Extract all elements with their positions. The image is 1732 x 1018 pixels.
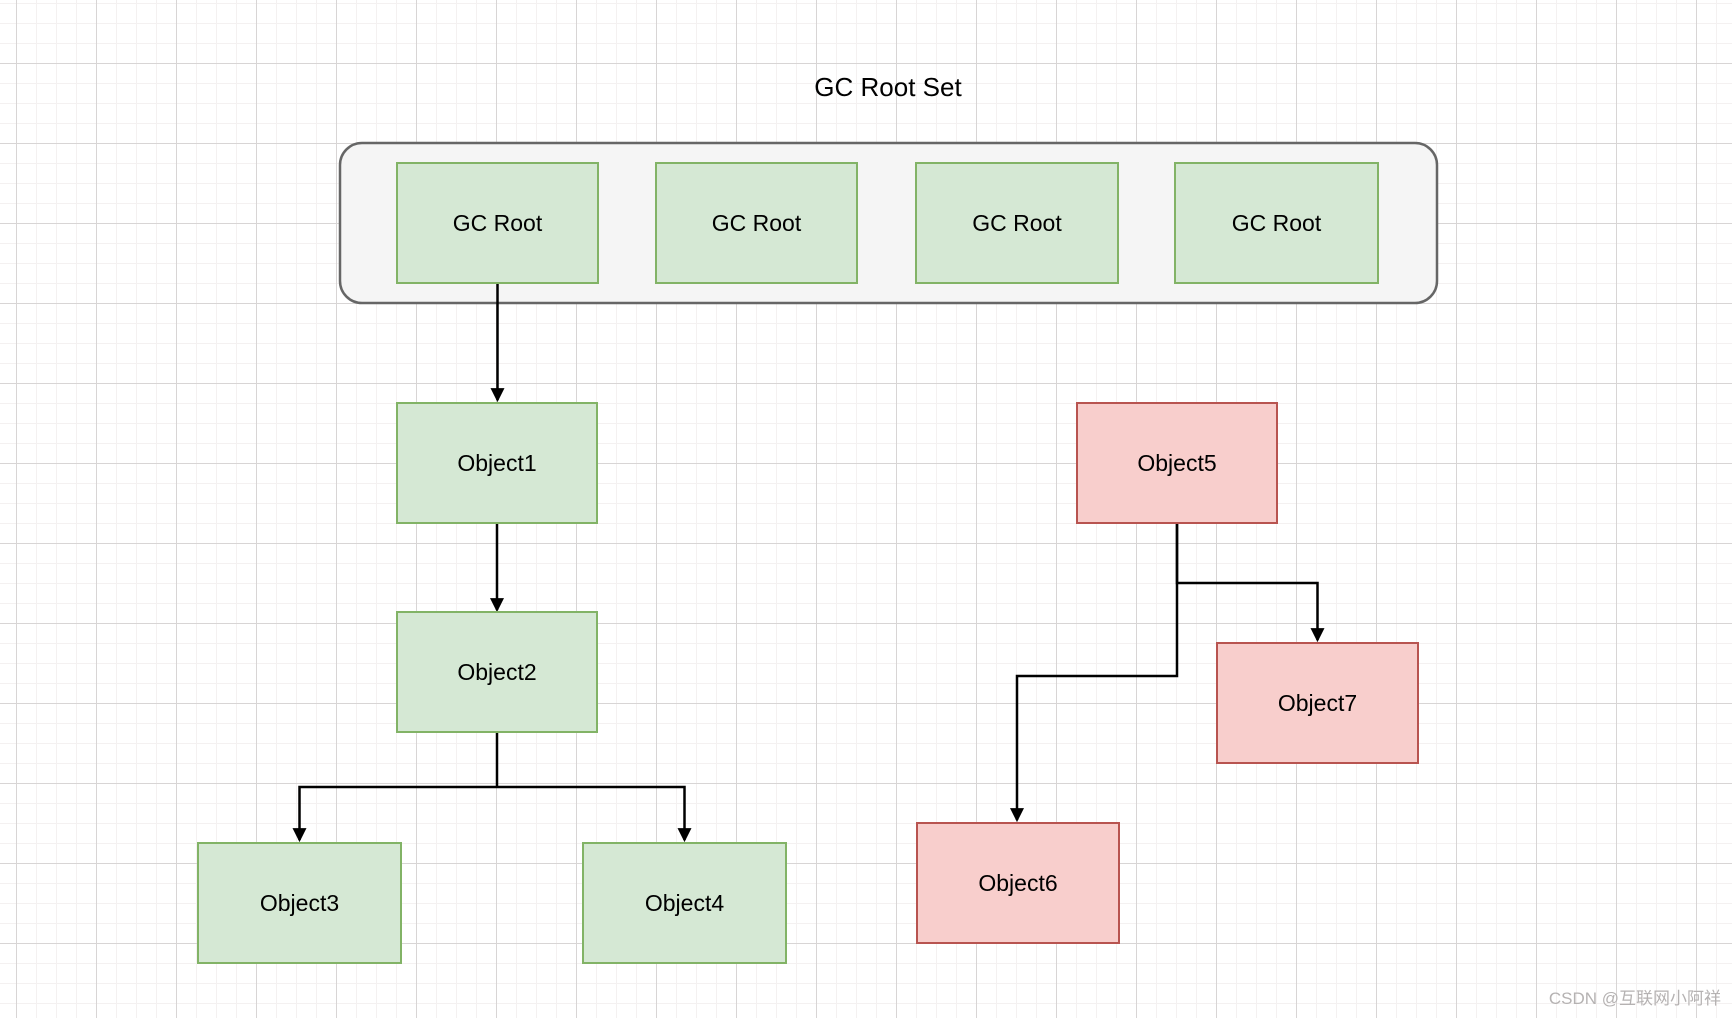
gc-root-label-1: GC Root [453, 210, 543, 236]
object5-node: Object5 [1076, 402, 1278, 524]
object3-node: Object3 [197, 842, 402, 964]
edge-object2-to-object4 [497, 785, 692, 843]
gc-root-box-3 [915, 162, 1119, 284]
object1-box [396, 402, 598, 524]
object3-label: Object3 [260, 890, 339, 916]
object3-box [197, 842, 402, 964]
object7-box [1216, 642, 1419, 764]
object4-node: Object4 [582, 842, 787, 964]
object2-label: Object2 [457, 659, 536, 685]
object2-box [396, 611, 598, 733]
object7-label: Object7 [1278, 690, 1357, 716]
edge-object5-to-object6 [1010, 523, 1179, 823]
object4-label: Object4 [645, 890, 724, 916]
csdn-watermark: CSDN @互联网小阿祥 [1549, 989, 1721, 1008]
object6-label: Object6 [978, 870, 1057, 896]
object6-node: Object6 [916, 822, 1120, 944]
gc-root-set-container [338, 141, 1439, 305]
object4-box [582, 842, 787, 964]
object1-label: Object1 [457, 450, 536, 476]
diagram-title: GC Root Set [814, 72, 962, 102]
object7-node: Object7 [1216, 642, 1419, 764]
object2-node: Object2 [396, 611, 598, 733]
gc-root-label-3: GC Root [972, 210, 1062, 236]
gc-root-node-2: GC Root [655, 162, 858, 284]
edge-object5-to-object7 [1175, 523, 1325, 643]
object5-box [1076, 402, 1278, 524]
object1-node: Object1 [396, 402, 598, 524]
gc-root-node-1: GC Root [396, 162, 599, 284]
gc-root-label-4: GC Root [1232, 210, 1322, 236]
gc-root-box-1 [396, 162, 599, 284]
object5-label: Object5 [1137, 450, 1216, 476]
object6-box [916, 822, 1120, 944]
gc-root-box-2 [655, 162, 858, 284]
gc-root-node-3: GC Root [915, 162, 1119, 284]
gc-root-node-4: GC Root [1174, 162, 1379, 284]
gc-root-label-2: GC Root [712, 210, 802, 236]
edge-object2-to-object3 [292, 785, 497, 843]
gc-root-box-4 [1174, 162, 1379, 284]
